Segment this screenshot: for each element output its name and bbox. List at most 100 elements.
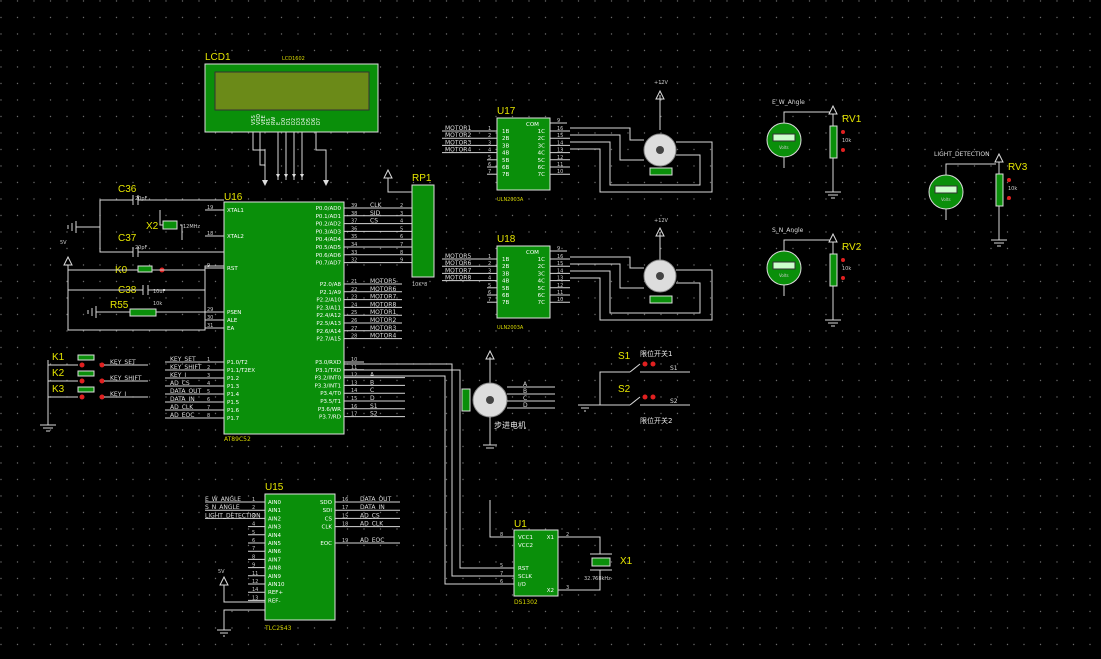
- mcu-pin-number: 14: [351, 388, 357, 394]
- p3-net-label: C: [370, 387, 374, 394]
- adc-pin-number: 4: [252, 522, 255, 528]
- adc-pin-number: 17: [342, 505, 348, 511]
- adc-pin-name: AIN3: [268, 525, 281, 531]
- pot-body[interactable]: [829, 125, 838, 159]
- x1-crystal-body: [591, 557, 611, 567]
- c36-value: 20pF: [135, 196, 148, 202]
- mcu-pin-name: P1.7: [227, 416, 240, 422]
- k0-switch-body: [137, 265, 153, 273]
- mcu-pin-name: ALE: [227, 318, 238, 324]
- mcu-pin-number: 32: [351, 258, 357, 264]
- mcu-pin-name: P1.6: [227, 408, 240, 414]
- mcu-pin-number: 28: [351, 334, 357, 340]
- u18-in-num: 1: [488, 254, 491, 260]
- adc-pin-name: REF-: [268, 598, 280, 604]
- mcu-part: AT89C52: [224, 436, 251, 443]
- rp1-ref: RP1: [412, 173, 432, 184]
- lcd-pin-label: D3: [296, 118, 302, 125]
- mcu-pin-number: 4: [207, 381, 210, 387]
- switch-caption: 限位开关2: [640, 416, 672, 425]
- mcu-pin-name: P3.3/INT1: [314, 383, 341, 389]
- resistor-pack-rp1[interactable]: RP1 10K*8: [383, 168, 435, 288]
- mcu-pin-name: P0.6/AD6: [316, 253, 342, 259]
- voltmeter-unit: Volts: [779, 145, 789, 150]
- mcu-pin-name: P0.0/AD0: [316, 206, 342, 212]
- adc-output-net: DATA_IN: [360, 504, 385, 511]
- adc-output-net: AD_CS: [360, 512, 380, 519]
- oscillator-reset-circuit[interactable]: C36 20pF C37 20pF X2 12MHz K0 C38 10uF R…: [60, 184, 224, 331]
- mcu-pin-number: 17: [351, 412, 357, 418]
- rtc-pin-number: 5: [500, 563, 503, 569]
- mcu-pin-name: P2.4/A12: [316, 313, 341, 319]
- rtc-pin-name: I/O: [518, 582, 526, 588]
- pot-body[interactable]: [995, 173, 1004, 207]
- adc-pin-name: AIN0: [268, 500, 281, 506]
- mcu-pin-name: P3.7/RD: [319, 415, 341, 421]
- adc-pin-name: CS: [325, 516, 333, 522]
- u17-in-num: 1: [488, 126, 491, 132]
- x1-value: 32.768kHz: [584, 576, 611, 582]
- mcu-pin-name: P2.1/A9: [320, 290, 342, 296]
- mcu-pin-number: 38: [351, 211, 357, 217]
- pot-value: 10k: [842, 138, 851, 144]
- lcd-pin-label: VSS: [251, 115, 257, 125]
- potentiometers[interactable]: E_W_AngleVoltsRV110kS_N_AngleVoltsRV210k…: [766, 99, 1028, 327]
- adc-pin-number: 11: [252, 571, 258, 577]
- mcu-pin-number: 10: [351, 357, 357, 363]
- c38-value: 10uF: [153, 289, 166, 295]
- pot-value: 10k: [842, 266, 851, 272]
- key-net-label: KEY_SHIFT: [110, 375, 142, 382]
- p1-net-label: AD_CLK: [170, 404, 194, 411]
- key-ref: K2: [52, 368, 65, 379]
- adc-pin-name: CLK: [321, 525, 332, 531]
- adc-pin-number: 12: [252, 579, 258, 585]
- mcu-pin-name: RST: [227, 266, 238, 272]
- u17-com-num: 9: [557, 118, 560, 124]
- rp1-vcc-arrow: [383, 168, 393, 179]
- r55-value: 10k: [153, 301, 162, 307]
- key-ref: K3: [52, 384, 65, 395]
- adc-pin-number: 16: [342, 497, 348, 503]
- u17-in-net: MOTOR2: [445, 132, 471, 139]
- p0-net-label: CS: [370, 218, 378, 225]
- u18-out-num: 13: [557, 276, 563, 282]
- u18-out-num: 14: [557, 268, 563, 274]
- p1-net-label: DATA_OUT: [170, 388, 202, 395]
- u18-in-num: 5: [488, 283, 491, 289]
- r55-body: [129, 308, 157, 317]
- u17-out-pin: 5C: [538, 158, 545, 164]
- u17-out-num: 13: [557, 148, 563, 154]
- mcu-pin-number: 29: [207, 307, 213, 313]
- rp1-pin-number: 9: [400, 258, 403, 264]
- u17-in-num: 7: [488, 169, 491, 175]
- adc-output-net: AD_EOC: [360, 537, 384, 544]
- mcu-pin-name: PSEN: [227, 310, 241, 316]
- u17-out-pin: 6C: [538, 165, 545, 171]
- key-button-body[interactable]: [77, 386, 95, 393]
- u17-out-pin: 4C: [538, 151, 545, 157]
- adc-pin-name: AIN6: [268, 549, 281, 555]
- key-button-body[interactable]: [77, 354, 95, 361]
- rp1-value: 10K*8: [412, 282, 427, 288]
- mcu-pin-number: 11: [351, 365, 357, 371]
- rp1-pin-number: 8: [400, 250, 403, 256]
- vcc-5v-label: 5V: [60, 240, 67, 246]
- lcd-screen: [214, 71, 370, 111]
- key-button-body[interactable]: [77, 370, 95, 377]
- adc-pin-number: 18: [342, 522, 348, 528]
- mcu-pin-number: 3: [207, 373, 210, 379]
- u17-in-pin: 2B: [502, 136, 509, 142]
- pot-body[interactable]: [829, 253, 838, 287]
